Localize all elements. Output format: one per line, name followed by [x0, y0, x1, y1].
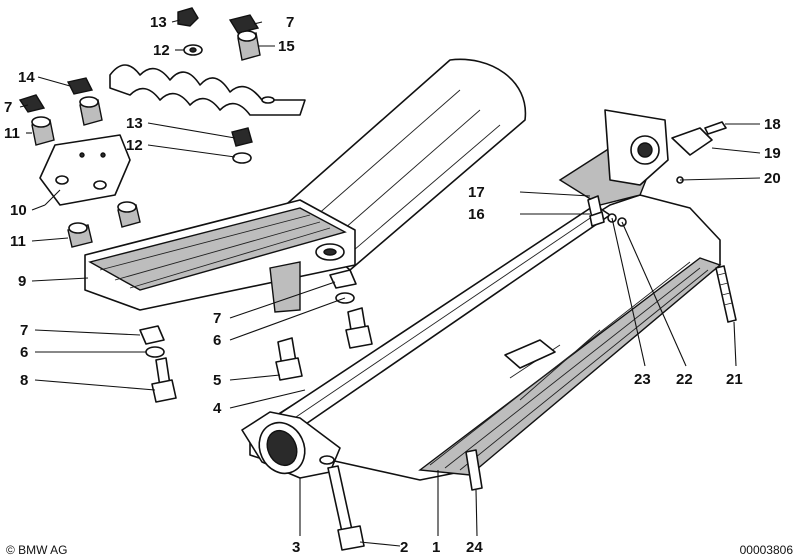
callout-12: 12: [153, 42, 170, 59]
callout-15: 15: [278, 38, 295, 55]
callout-6: 6: [213, 332, 221, 349]
callout-9: 9: [18, 273, 26, 290]
callout-10: 10: [10, 202, 27, 219]
callout-20: 20: [764, 170, 781, 187]
callout-7: 7: [20, 322, 28, 339]
callout-5: 5: [213, 372, 221, 389]
steering-column-jacket: [249, 147, 722, 481]
support-bracket: [84, 199, 356, 313]
corrugated-clamp: [109, 64, 306, 116]
callout-21: 21: [726, 371, 743, 388]
callout-1: 1: [432, 539, 440, 556]
callout-11: 11: [4, 125, 20, 142]
mounting-plate: [39, 134, 131, 206]
callout-7: 7: [213, 310, 221, 327]
rubber-bushings: [31, 30, 261, 248]
nuts-and-washers: [18, 7, 357, 358]
callout-14: 14: [18, 69, 35, 86]
copyright-notice: © BMW AG: [6, 543, 68, 557]
callout-13: 13: [126, 115, 143, 132]
bolts: [151, 265, 737, 551]
callout-13: 13: [150, 14, 167, 31]
column-cover: [279, 58, 527, 271]
callout-2: 2: [400, 539, 408, 556]
ignition-switch-bracket: [604, 109, 727, 186]
callout-18: 18: [764, 116, 781, 133]
callout-12: 12: [126, 137, 143, 154]
callout-19: 19: [764, 145, 781, 162]
callout-6: 6: [20, 344, 28, 361]
callout-numbers: 1 2 3 4 5 6 6 7 7 7 8 9 10 11 11 12 12 1…: [4, 14, 781, 556]
callout-8: 8: [20, 372, 28, 389]
callout-7: 7: [286, 14, 294, 31]
lower-flange: [241, 411, 341, 479]
callout-11: 11: [10, 233, 26, 250]
callout-4: 4: [213, 400, 222, 417]
callout-24: 24: [466, 539, 483, 556]
callout-16: 16: [468, 206, 485, 223]
callout-23: 23: [634, 371, 651, 388]
leader-lines: [19, 19, 761, 547]
callout-17: 17: [468, 184, 485, 201]
callout-22: 22: [676, 371, 693, 388]
callout-3: 3: [292, 539, 300, 556]
callout-7: 7: [4, 99, 12, 116]
drawing-number: 00003806: [739, 543, 793, 557]
